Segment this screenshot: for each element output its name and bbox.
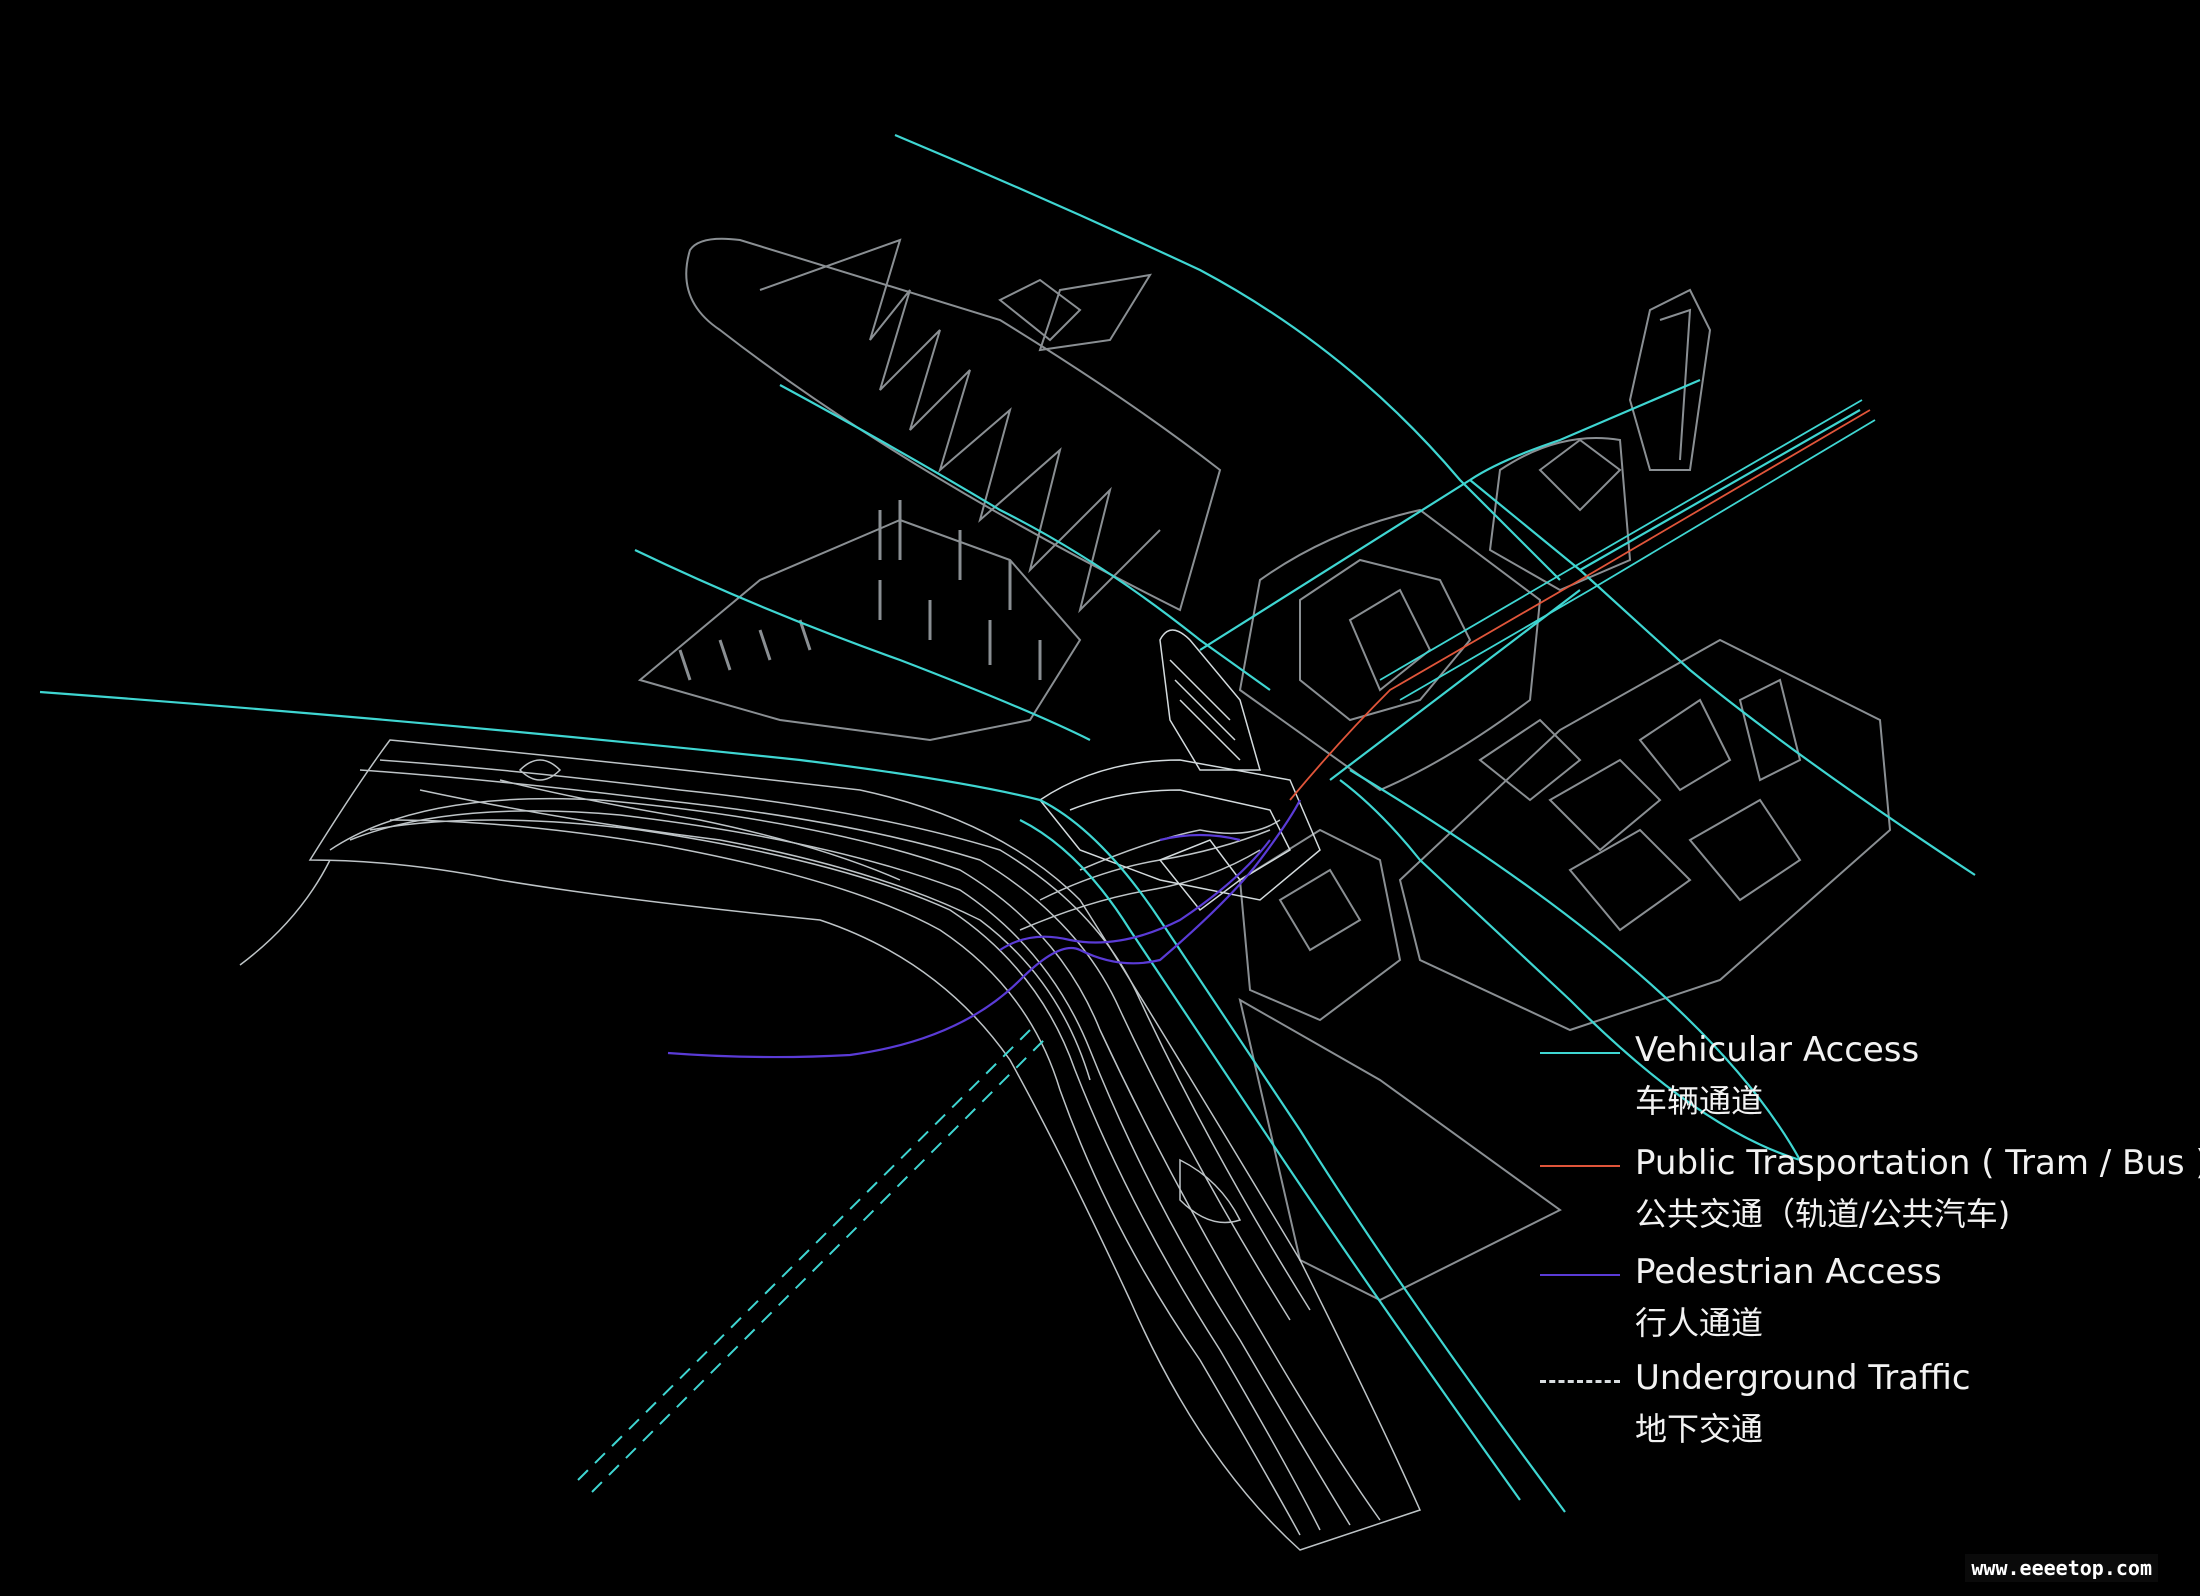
legend-label-en: Vehicular Access	[1635, 1030, 1919, 1070]
legend-label-en: Pedestrian Access	[1635, 1252, 1942, 1292]
watermark: www.eeeetop.com	[1965, 1554, 2158, 1582]
legend-item-pedestrian: Pedestrian Access 行人通道	[1540, 1252, 2180, 1352]
legend-label-zh: 车辆通道	[1635, 1076, 1763, 1122]
underground-swatch	[1540, 1380, 1620, 1383]
legend-label-zh: 行人通道	[1635, 1298, 1763, 1344]
pedestrian-swatch	[1540, 1274, 1620, 1276]
legend-label-en: Public Trasportation ( Tram / Bus )	[1635, 1143, 2200, 1183]
legend-item-underground: Underground Traffic 地下交通	[1540, 1358, 2180, 1458]
legend-label-en: Underground Traffic	[1635, 1358, 1971, 1398]
legend-item-vehicular: Vehicular Access 车辆通道	[1540, 1030, 2180, 1130]
legend-item-public-transport: Public Trasportation ( Tram / Bus ) 公共交通…	[1540, 1143, 2180, 1243]
public-transport-swatch	[1540, 1165, 1620, 1167]
legend-label-zh: 地下交通	[1635, 1404, 1763, 1450]
vehicular-swatch	[1540, 1052, 1620, 1054]
legend-label-zh: 公共交通（轨道/公共汽车)	[1635, 1189, 2010, 1235]
